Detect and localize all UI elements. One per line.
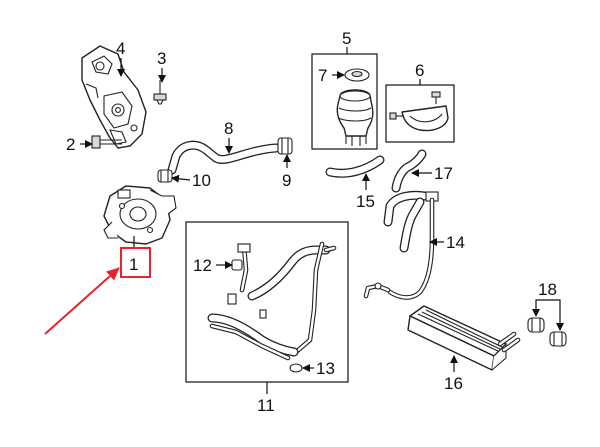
callout-17[interactable]: 17 <box>434 164 453 183</box>
oil-cooler-part[interactable] <box>407 305 521 371</box>
callout-12[interactable]: 12 <box>193 256 212 275</box>
highlight-box <box>120 247 151 278</box>
reservoir-part[interactable] <box>336 89 374 146</box>
callout-7[interactable]: 7 <box>318 66 327 85</box>
reservoir-box <box>311 53 378 150</box>
callout-10[interactable]: 10 <box>192 171 211 190</box>
leader-lines <box>80 47 564 394</box>
callout-6[interactable]: 6 <box>415 61 424 80</box>
callout-14[interactable]: 14 <box>446 233 465 252</box>
callout-11[interactable]: 11 <box>257 396 275 415</box>
highlight-annotation <box>44 247 151 335</box>
clamp-part-10[interactable] <box>157 169 173 183</box>
bolt-part-3[interactable] <box>153 80 167 105</box>
clamp-part-12[interactable] <box>231 259 243 271</box>
callout-labels: 1 2 3 4 5 6 7 8 9 10 11 12 13 14 15 16 1… <box>66 29 557 415</box>
reservoir-cap-part[interactable] <box>344 68 370 82</box>
clamp-part-9[interactable] <box>277 137 293 155</box>
callout-1[interactable]: 1 <box>129 255 138 274</box>
callout-3[interactable]: 3 <box>157 49 166 68</box>
hose-part-8[interactable] <box>167 140 281 175</box>
callout-13[interactable]: 13 <box>316 359 335 378</box>
callout-2[interactable]: 2 <box>66 135 75 154</box>
callout-18[interactable]: 18 <box>538 280 557 299</box>
pump-bracket-part[interactable] <box>81 45 147 149</box>
clamp-part-18b[interactable] <box>549 331 567 347</box>
highlight-arrow <box>44 267 120 335</box>
o-ring-part-13[interactable] <box>289 363 303 373</box>
callout-4[interactable]: 4 <box>116 39 125 58</box>
callout-9[interactable]: 9 <box>282 171 291 190</box>
reservoir-bracket-part[interactable] <box>389 91 449 132</box>
hose-part-15[interactable] <box>325 155 385 178</box>
power-steering-pump-part[interactable] <box>103 185 177 245</box>
hose-part-17[interactable] <box>391 149 427 193</box>
clamp-part-18a[interactable] <box>527 317 545 333</box>
callout-5[interactable]: 5 <box>342 29 351 48</box>
hose-part-14[interactable] <box>363 190 439 300</box>
bolt-part-2[interactable] <box>91 135 122 149</box>
callout-8[interactable]: 8 <box>224 119 233 138</box>
callout-15[interactable]: 15 <box>356 192 375 211</box>
pressure-hose-assembly-part[interactable] <box>207 241 337 361</box>
callout-16[interactable]: 16 <box>444 374 463 393</box>
